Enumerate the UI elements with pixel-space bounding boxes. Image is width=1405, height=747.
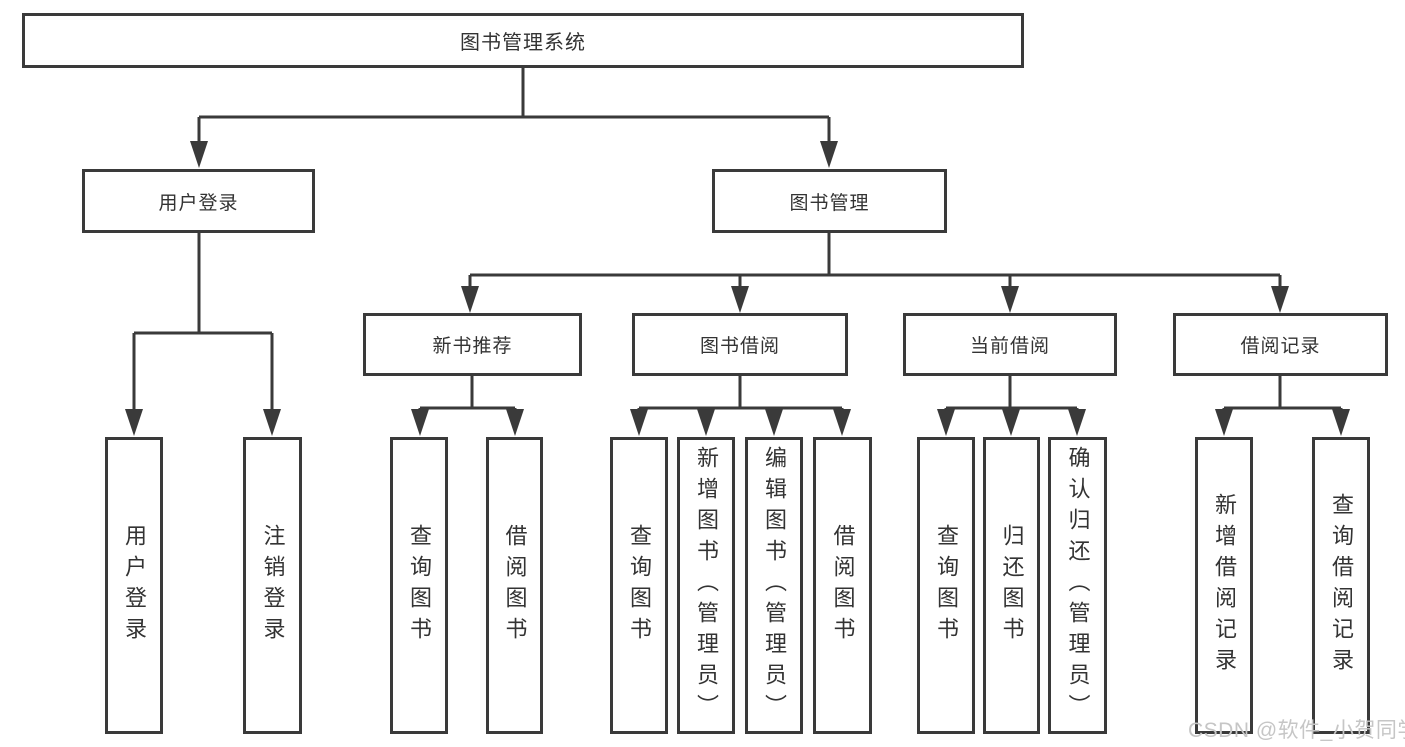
leaf-query-borrow-record: 查询借阅记录: [1312, 437, 1370, 734]
connector-management-to-level3: [468, 233, 1282, 287]
leaf-logout: 注销登录: [243, 437, 302, 734]
arrowhead: [937, 409, 955, 436]
leaf-label: 新增借阅记录: [1212, 492, 1237, 679]
leaf-label: 查询图书: [934, 523, 959, 648]
node-root: 图书管理系统: [22, 13, 1024, 68]
arrowhead: [1332, 409, 1350, 436]
leaf-return-book: 归还图书: [983, 437, 1040, 734]
arrowhead: [411, 409, 429, 436]
leaf-query-books-recommend: 查询图书: [390, 437, 448, 734]
arrowhead: [263, 409, 281, 436]
arrowhead: [820, 141, 838, 168]
node-book-management: 图书管理: [712, 169, 947, 233]
leaf-label: 查询图书: [407, 523, 432, 648]
leaf-add-book-admin: 新增图书（管理员）: [677, 437, 735, 734]
leaf-edit-book-admin: 编辑图书（管理员）: [745, 437, 803, 734]
node-current-borrow: 当前借阅: [903, 313, 1117, 376]
connector-records-to-leaves: [1222, 376, 1343, 411]
watermark: CSDN @软件_小贺同学: [1188, 719, 1405, 742]
leaf-confirm-return-admin: 确认归还（管理员）: [1048, 437, 1107, 734]
leaf-query-books-current: 查询图书: [917, 437, 975, 734]
arrowhead: [731, 286, 749, 313]
leaf-user-login: 用户登录: [105, 437, 163, 734]
arrowhead: [833, 409, 851, 436]
leaf-query-books-borrow: 查询图书: [610, 437, 668, 734]
node-book-borrow: 图书借阅: [632, 313, 848, 376]
node-borrow-records: 借阅记录: [1173, 313, 1388, 376]
node-new-book-recommend: 新书推荐: [363, 313, 582, 376]
connector-current-to-leaves: [944, 376, 1079, 411]
leaf-label: 借阅图书: [830, 523, 856, 648]
node-user-login: 用户登录: [82, 169, 315, 233]
leaf-label: 查询图书: [627, 523, 652, 648]
arrowhead: [125, 409, 143, 436]
arrowhead: [1001, 286, 1019, 313]
leaf-label: 借阅图书: [502, 523, 528, 648]
leaf-label: 注销登录: [260, 523, 286, 648]
arrowhead: [1002, 409, 1020, 436]
arrowhead: [506, 409, 524, 436]
connector-borrow-to-leaves: [637, 376, 844, 411]
arrowhead: [1068, 409, 1086, 436]
leaf-borrow-books: 借阅图书: [813, 437, 872, 734]
leaf-label: 查询借阅记录: [1329, 492, 1354, 679]
leaf-label: 用户登录: [122, 523, 147, 648]
leaf-add-borrow-record: 新增借阅记录: [1195, 437, 1253, 734]
leaf-label: 新增图书（管理员）: [694, 446, 719, 725]
arrowhead: [1215, 409, 1233, 436]
connector-login-to-leaves: [132, 233, 274, 410]
leaf-borrow-books-recommend: 借阅图书: [486, 437, 543, 734]
arrowhead: [765, 409, 783, 436]
arrowhead: [1271, 286, 1289, 313]
leaf-label: 归还图书: [999, 523, 1025, 648]
arrowhead: [190, 141, 208, 168]
leaf-label: 确认归还（管理员）: [1065, 446, 1091, 725]
arrowhead: [630, 409, 648, 436]
arrowhead: [697, 409, 715, 436]
leaf-label: 编辑图书（管理员）: [762, 446, 787, 725]
connector-recommend-to-leaves: [418, 376, 517, 411]
arrowhead: [461, 286, 479, 313]
connector-root-to-level2: [197, 68, 831, 142]
